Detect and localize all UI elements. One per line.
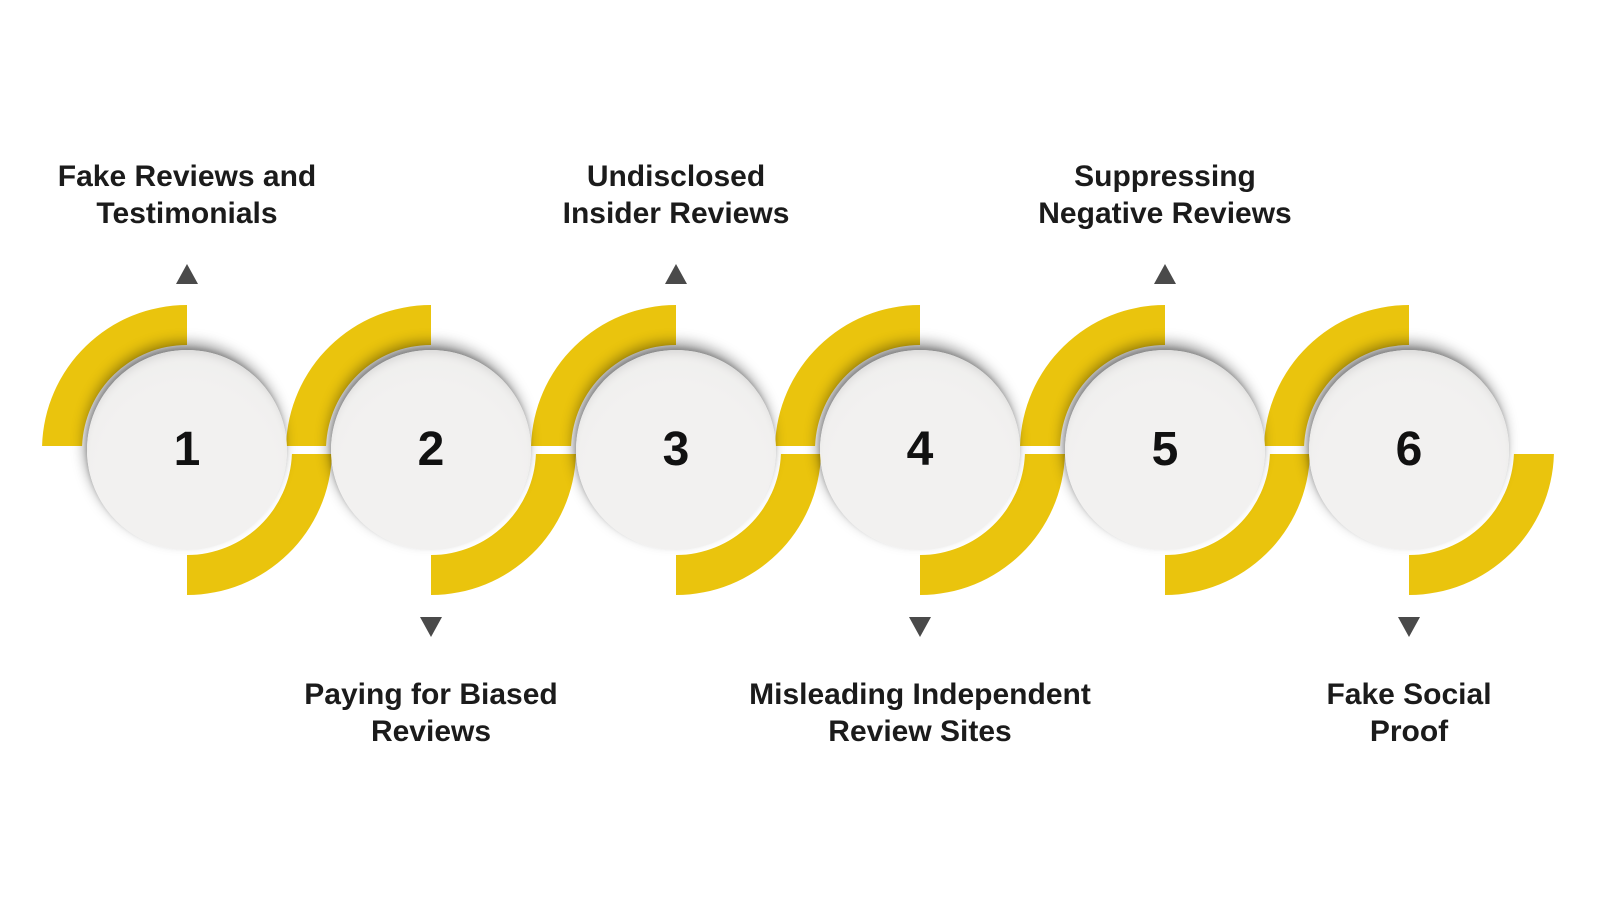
arc-bottom-right: [676, 454, 821, 595]
arc-top-left: [286, 305, 431, 446]
arc-bottom-right: [1165, 454, 1310, 595]
step-label-line2: Reviews: [370, 715, 492, 748]
step-circle: 5: [1065, 350, 1265, 550]
step-item-1: 1 Fake Reviews and Testimonials: [37, 0, 337, 900]
step-label-line1: Fake Reviews and: [57, 160, 317, 193]
step-label-line2: Review Sites: [828, 715, 1012, 748]
step-item-5: 5 Suppressing Negative Reviews: [1015, 0, 1315, 900]
step-item-6: 6 Fake Social Proof: [1259, 0, 1559, 900]
arc-top-left: [42, 305, 188, 446]
step-label-line2: Testimonials: [96, 197, 278, 230]
step-label: Suppressing Negative Reviews: [945, 158, 1385, 232]
step-circle: 3: [576, 350, 776, 550]
step-label-line1: Paying for Biased: [304, 678, 558, 711]
arc-decoration: [531, 305, 821, 595]
arrow-down-icon: [909, 617, 931, 637]
step-label: Fake Social Proof: [1189, 676, 1600, 750]
step-label-line2: Insider Reviews: [562, 197, 790, 230]
step-label: Misleading Independent Review Sites: [700, 676, 1140, 750]
step-label-line1: Misleading Independent: [749, 678, 1091, 711]
step-label: Paying for Biased Reviews: [211, 676, 651, 750]
arc-decoration: [42, 305, 332, 595]
arc-top-left: [775, 305, 920, 446]
step-circle: 4: [820, 350, 1020, 550]
arc-bottom-right: [1409, 454, 1554, 595]
arrow-up-icon: [176, 264, 198, 284]
step-label: Fake Reviews and Testimonials: [0, 158, 407, 232]
step-circle: 2: [331, 350, 531, 550]
step-label-line2: Negative Reviews: [1038, 197, 1292, 230]
arrow-up-icon: [665, 264, 687, 284]
step-number: 3: [662, 423, 690, 476]
step-number: 2: [417, 423, 445, 476]
arc-top-left: [1264, 305, 1409, 446]
step-item-3: 3 Undisclosed Insider Reviews: [526, 0, 826, 900]
step-number: 4: [906, 423, 934, 476]
arc-bottom-right: [187, 454, 332, 595]
arc-decoration: [775, 305, 1065, 595]
step-item-4: 4 Misleading Independent Review Sites: [749, 0, 1091, 900]
arc-top-left: [531, 305, 676, 446]
step-item-2: 2 Paying for Biased Reviews: [281, 0, 581, 900]
step-label: Undisclosed Insider Reviews: [456, 158, 896, 232]
step-circle: 1: [87, 350, 287, 550]
step-number: 6: [1395, 423, 1423, 476]
arrow-up-icon: [1154, 264, 1176, 284]
arrow-down-icon: [1398, 617, 1420, 637]
step-number: 1: [173, 423, 201, 476]
step-circle: 6: [1309, 350, 1509, 550]
arrow-down-icon: [420, 617, 442, 637]
arc-bottom-right: [431, 454, 576, 595]
arc-decoration: [286, 305, 576, 595]
step-label-line1: Undisclosed: [586, 160, 766, 193]
step-label-line1: Fake Social: [1326, 678, 1492, 711]
step-number: 5: [1151, 423, 1179, 476]
arc-top-left: [1020, 305, 1165, 446]
step-label-line2: Proof: [1369, 715, 1449, 748]
step-label-line1: Suppressing: [1074, 160, 1256, 193]
arc-bottom-right: [920, 454, 1065, 595]
arc-decoration: [1264, 305, 1554, 595]
arc-decoration: [1020, 305, 1310, 595]
